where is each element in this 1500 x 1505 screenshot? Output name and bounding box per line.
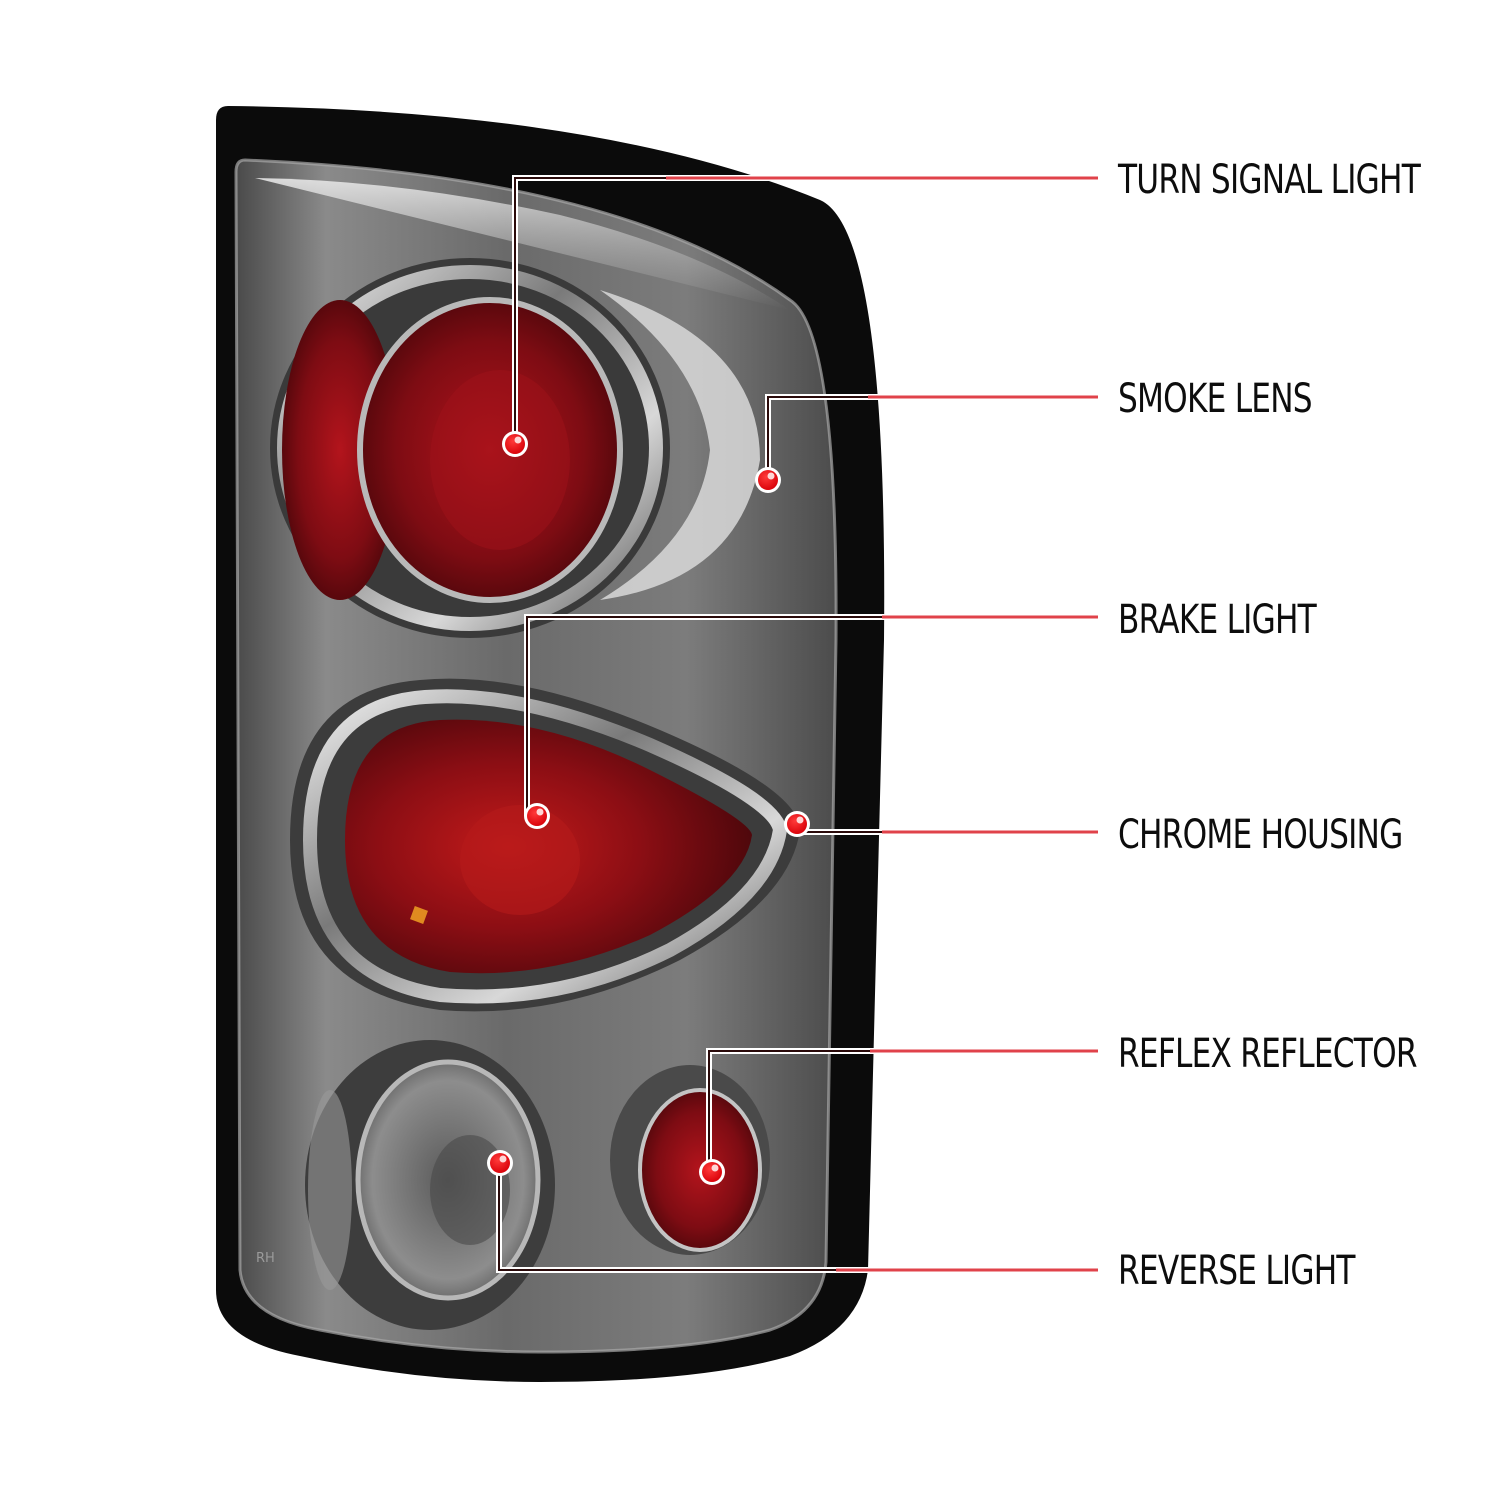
callout-label-reflex-reflector: REFLEX REFLECTOR <box>1118 1031 1418 1077</box>
brake-light-lens <box>290 678 800 1012</box>
red-dot-marker-icon <box>699 1159 725 1185</box>
housing-inner-edge <box>234 158 838 1354</box>
housing-sheen <box>255 178 790 310</box>
turn-signal-lens <box>270 258 760 638</box>
callout-label-reverse-light: REVERSE LIGHT <box>1118 1248 1355 1294</box>
callout-label-chrome-housing: CHROME HOUSING <box>1118 812 1403 858</box>
callout-label-brake-light: BRAKE LIGHT <box>1118 597 1317 643</box>
red-dot-marker-icon <box>784 811 810 837</box>
red-dot-marker-icon <box>524 803 550 829</box>
side-code-marking: RH <box>256 1251 275 1266</box>
callout-label-smoke-lens: SMOKE LENS <box>1118 376 1313 422</box>
leader-lines <box>496 175 1098 1273</box>
reflex-reflector-lens <box>610 1065 770 1255</box>
reverse-light-lens <box>305 1040 555 1330</box>
red-dot-marker-icon <box>502 431 528 457</box>
callout-label-turn-signal-light: TURN SIGNAL LIGHT <box>1118 157 1421 203</box>
red-dot-marker-icon <box>755 467 781 493</box>
callout-markers <box>487 431 810 1185</box>
red-dot-marker-icon <box>487 1150 513 1176</box>
